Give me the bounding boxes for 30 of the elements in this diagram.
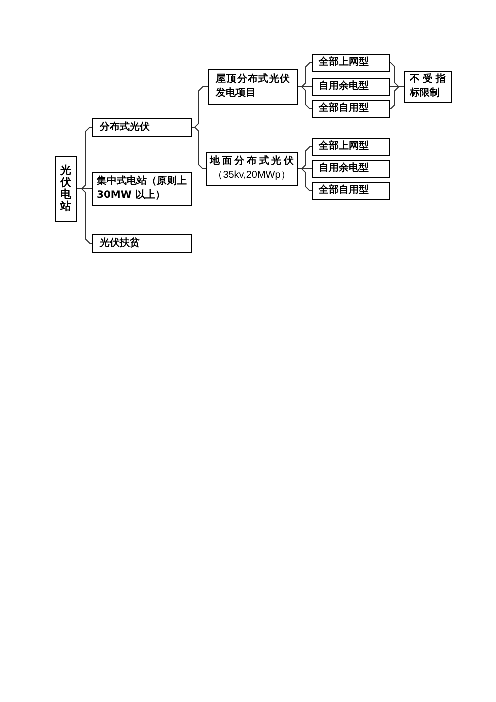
node-box [55,156,77,222]
node-label: 光伏扶贫 [100,236,141,250]
node-label: （35kv,20MWp） [212,169,292,183]
node-box [312,160,390,178]
node-label: 光伏电站 [60,164,72,214]
node-label: 自用余电型 [319,162,370,176]
node-label: 屋顶分布式光伏发电项目 [216,73,290,101]
node-box [312,182,390,200]
node-box [92,234,192,253]
node-box [208,69,298,105]
node-box [206,152,298,186]
node-label: 全部自用型 [319,184,370,198]
node-box [92,172,192,206]
node-label: 地面分布式光伏 [210,155,294,169]
node-label: 集中式电站（原则上30MW 以上） [97,175,187,203]
node-label: 全部上网型 [319,140,370,154]
node-label: 分布式光伏 [100,120,151,134]
brace-connector [76,188,92,244]
node-box [404,71,452,103]
node-label: 全部上网型 [319,56,370,70]
node-label: 全部自用型 [319,102,370,116]
brace-connector [192,127,206,170]
node-box [312,138,390,156]
node-label: 自用余电型 [319,80,370,94]
node-box [312,100,390,118]
node-box [312,78,390,96]
brace-connector [390,86,404,110]
node-box [312,54,390,72]
node-box [92,118,192,137]
node-label: 不受指标限制 [410,73,446,101]
